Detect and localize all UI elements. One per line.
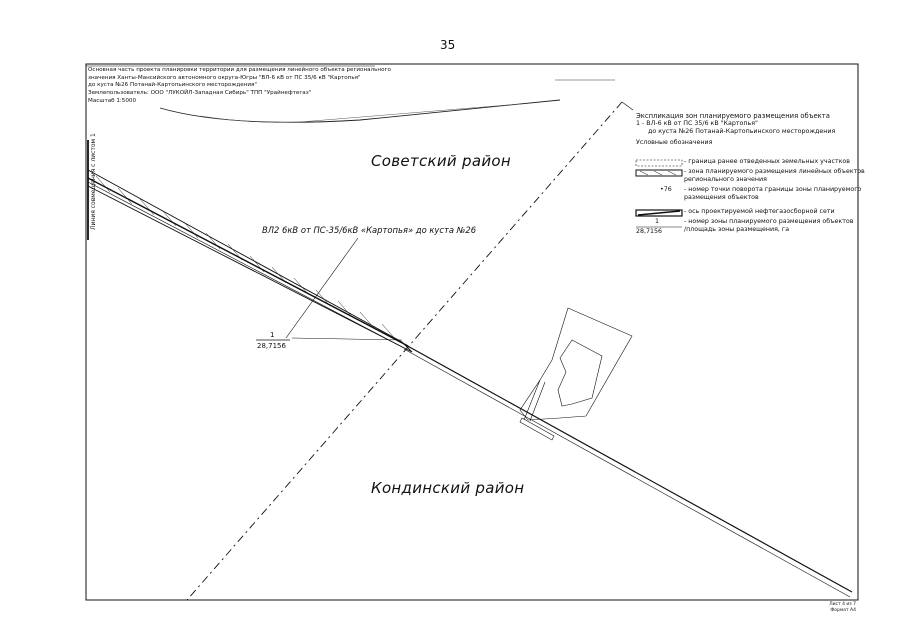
legend-item-text: - ось проектируемой нефтегазосборной сет…	[684, 208, 835, 215]
header-line: Землепользователь: ООО "ЛУКОЙЛ-Западная …	[88, 90, 312, 97]
corridor-axis-2	[87, 181, 409, 351]
legend-symbol-axis-line	[635, 209, 683, 217]
district-boundary	[186, 101, 623, 601]
power-line-label: ВЛ2 6кВ от ПС-35/6кВ «Картопья» до куста…	[262, 225, 477, 235]
road-lower	[199, 103, 521, 123]
legend-item-axis-line: - ось проектируемой нефтегазосборной сет…	[684, 208, 835, 216]
header-line: Основная часть проекта планировки террит…	[88, 67, 391, 73]
district-south-label: Кондинский район	[371, 479, 525, 497]
zone-area: 28,7156	[257, 342, 286, 350]
pad-access-segment	[519, 417, 555, 441]
line-label-leader	[285, 237, 359, 339]
legend-item-text: регионального значения	[684, 176, 767, 184]
legend-item-text: /площадь зоны размещения, га	[684, 226, 790, 234]
legend-item-text: - зона планируемого размещения линейных …	[684, 168, 865, 175]
power-line	[403, 343, 853, 593]
legend-item-text: - граница ранее отведенных земельных уча…	[684, 158, 850, 165]
legend-zone-area: 28,7156	[636, 228, 663, 235]
district-north-label: Советский район	[371, 152, 511, 170]
power-line-edge	[403, 348, 851, 598]
legend-item-zone-text: - номер зоны планируемого размещения объ…	[684, 218, 853, 234]
legend-item-point-text: - номер точки поворота границы зоны план…	[684, 186, 861, 202]
legend-symbol-dashed-box	[635, 159, 683, 167]
legend-point-label: •76	[660, 186, 672, 193]
sheet-format: Формат А4	[830, 608, 856, 613]
map-frame	[85, 63, 859, 601]
corridor-axis	[87, 177, 409, 347]
legend-item-dashed-box: - граница ранее отведенных земельных уча…	[684, 158, 850, 166]
zone-number: 1	[270, 331, 275, 339]
legend-item-text: - номер зоны планируемого размещения объ…	[684, 218, 854, 225]
legend-item-hatched-zone: - зона планируемого размещения линейных …	[684, 168, 865, 184]
header-line: до куста №26 Потанай-Картопьинского мест…	[88, 82, 257, 89]
legend-item-zone-top: 1	[655, 218, 659, 226]
header-scale: Масштаб 1:5000	[88, 97, 137, 104]
sheet-number: Лист 4 из 7	[829, 602, 856, 607]
header-block: Основная часть проекта планировки террит…	[88, 67, 391, 106]
legend-title-line: 1 - ВЛ-6 кВ от ПС 35/6 кВ "Картопья"	[636, 120, 758, 128]
legend-leader	[621, 101, 634, 111]
hatched-corridor	[87, 169, 413, 353]
legend-item-text: размещения объектов	[684, 194, 759, 202]
legend-item-text: - номер точки поворота границы зоны план…	[684, 186, 862, 193]
match-line-label: Линия совмещения с листом 1	[90, 133, 97, 230]
legend-item-point: •76	[660, 186, 672, 194]
pad-outline-outer	[519, 307, 633, 421]
zone-leader	[291, 337, 403, 341]
corner-notes: Лист 4 из 7 Формат А4	[812, 602, 856, 614]
page-number: 35	[440, 38, 456, 52]
legend-title-line: до куста №26 Потанай-Картопьинского мест…	[648, 128, 836, 136]
header-line: значения Ханты-Мансийского автономного о…	[88, 74, 361, 81]
legend-zone-number: 1	[655, 218, 660, 225]
pad-outline-inner	[557, 339, 603, 407]
legend-title: Экспликация зон планируемого размещения …	[636, 112, 830, 120]
legend-item-zone-bottom: 28,7156	[636, 228, 662, 236]
legend-block: Экспликация зон планируемого размещения …	[636, 112, 835, 147]
legend-conventions-title: Условные обозначения	[636, 138, 713, 146]
legend-symbol-hatched-zone	[635, 169, 683, 177]
